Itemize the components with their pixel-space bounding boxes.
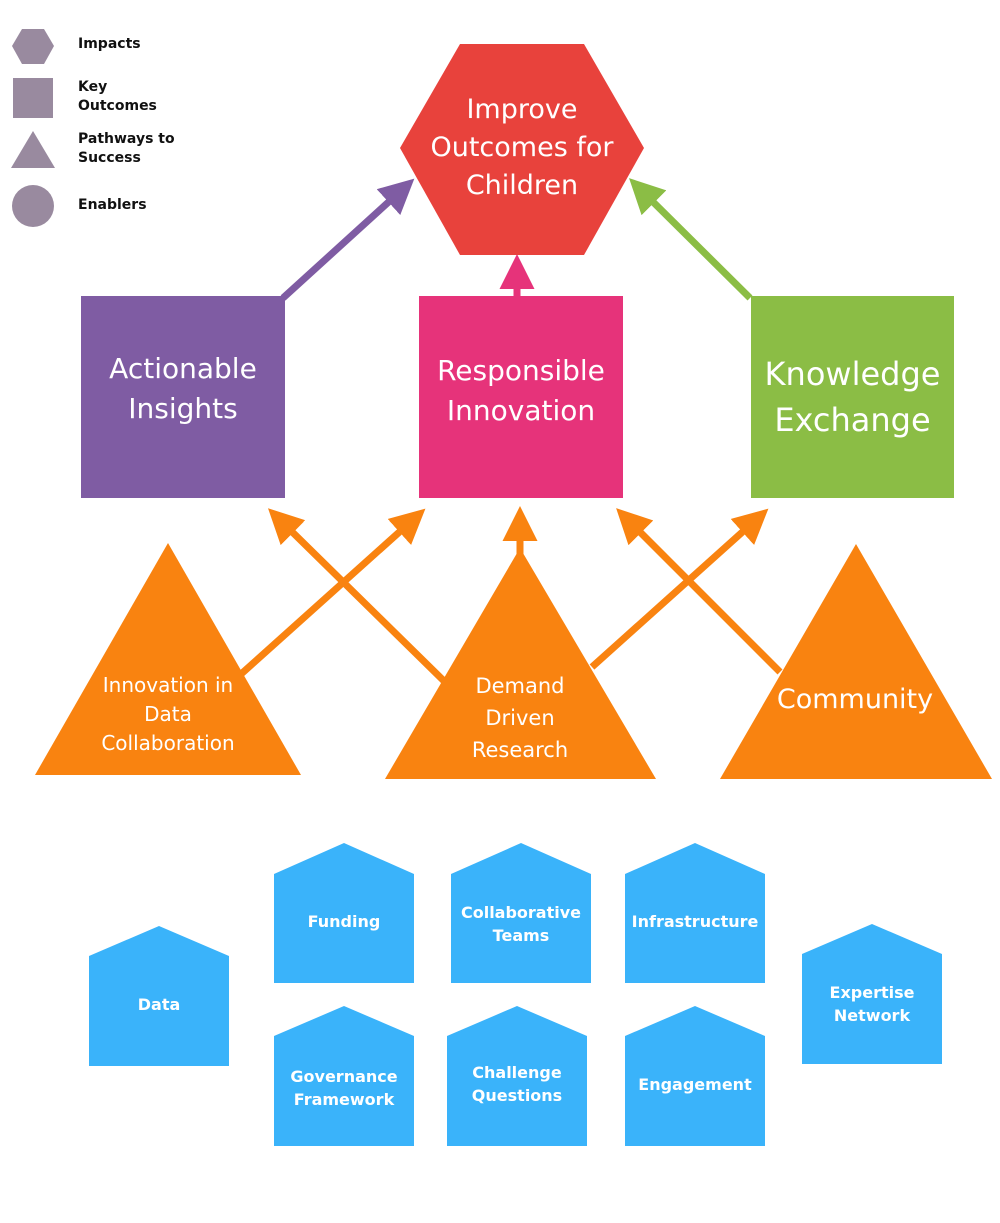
arrow-research-to-knowledge — [589, 508, 769, 670]
arrow-insights-to-impact — [280, 178, 415, 301]
enabler-infrastructure-label: Infrastructure — [631, 911, 759, 931]
arrow-data-collab-to-innovation — [237, 508, 426, 678]
enabler-expertise-network-shape — [802, 924, 942, 1064]
pathway-data-collaboration-label: Innovation in Data Collaboration — [101, 672, 235, 755]
enabler-funding-shape — [274, 843, 414, 983]
pathway-community-triangle — [720, 544, 992, 779]
enabler-governance-framework-shape — [274, 1006, 414, 1146]
key-outcome-knowledge-label: Knowledge Exchange — [764, 355, 941, 439]
enabler-challenge-questions-label: Challenge Questions — [471, 1063, 563, 1105]
enabler-collaborative-teams-shape — [451, 843, 591, 983]
key-outcome-insights — [81, 296, 285, 498]
key-outcome-innovation — [419, 296, 623, 498]
enabler-collaborative-teams-label: Collaborative Teams — [460, 903, 582, 945]
enabler-data-shape — [89, 926, 229, 1066]
key-outcome-innovation-label: Responsible Innovation — [437, 354, 605, 427]
enabler-engagement-shape — [625, 1006, 765, 1146]
enabler-challenge-questions-shape — [447, 1006, 587, 1146]
legend-impacts-label: Impacts — [78, 36, 141, 52]
arrow-knowledge-to-impact — [629, 178, 753, 301]
legend-pathways-label: Pathways to Success — [78, 131, 175, 166]
arrow-community-to-innovation — [616, 508, 783, 675]
impact-hexagon — [400, 44, 644, 255]
legend-circle-icon — [12, 185, 54, 227]
legend-key-outcomes-label: Key Outcomes — [78, 79, 157, 114]
enabler-expertise-network-label: Expertise Network — [829, 983, 915, 1025]
impact-label: Improve Outcomes for Children — [430, 93, 614, 201]
pathway-demand-research-triangle — [385, 548, 656, 779]
pathway-community-label: Community — [776, 684, 934, 715]
legend-enablers-label: Enablers — [78, 197, 147, 213]
enabler-engagement-label: Engagement — [638, 1074, 752, 1094]
legend-triangle-icon — [11, 131, 55, 168]
pathway-demand-research-label: Demand Driven Research — [471, 674, 569, 762]
key-outcome-insights-label: Actionable Insights — [109, 352, 257, 425]
arrow-research-to-insights — [268, 508, 448, 685]
enabler-infrastructure-shape — [625, 843, 765, 983]
enabler-data-label: Data — [137, 994, 181, 1014]
enabler-governance-framework-label: Governance Framework — [290, 1067, 398, 1109]
key-outcome-knowledge — [751, 296, 954, 498]
enabler-funding-label: Funding — [307, 911, 381, 931]
pathway-data-collaboration-triangle — [35, 543, 301, 775]
legend-square-icon — [13, 78, 53, 118]
legend-hexagon-icon — [12, 29, 54, 64]
